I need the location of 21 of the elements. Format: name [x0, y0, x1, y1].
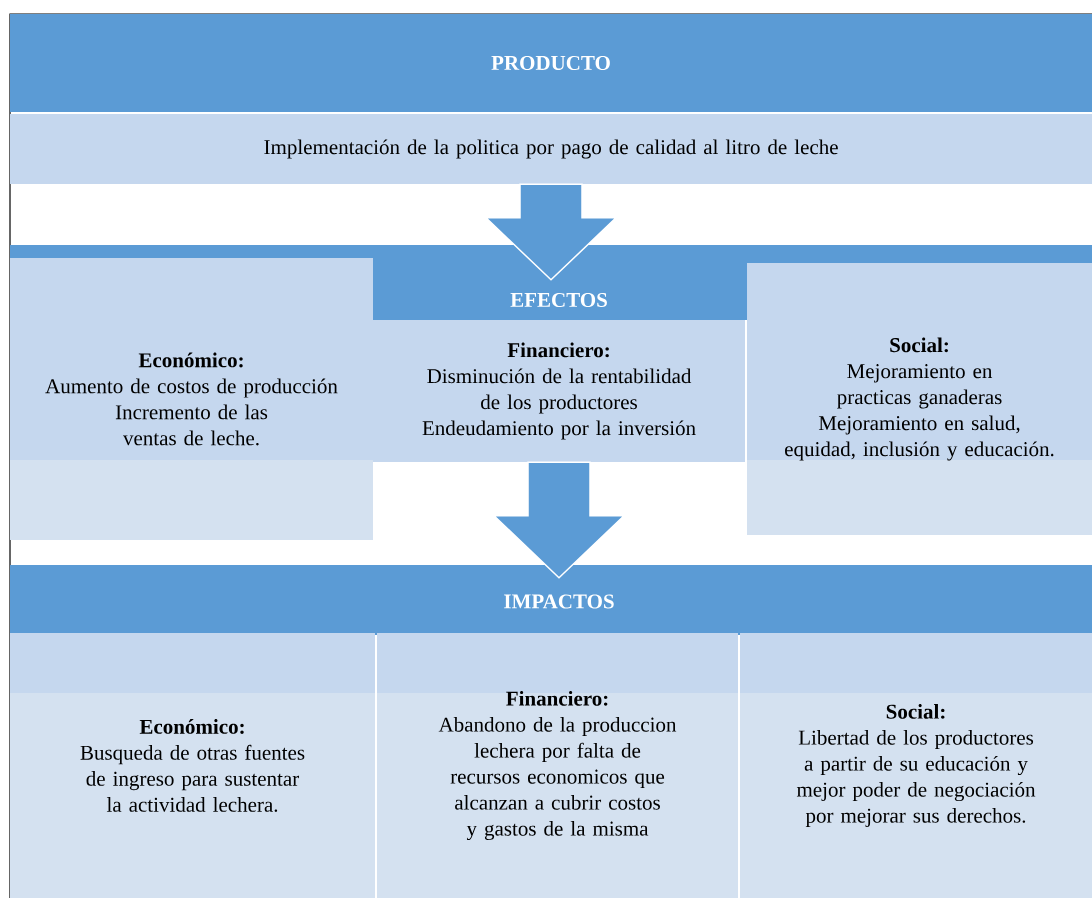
header-band: PRODUCTO	[10, 14, 1092, 112]
node-label: Libertad de los productores a partir de su educación y mejor poder de negociación por mejorar sus derechos.	[796, 729, 1036, 828]
statement-box: Implementación de la politica por pago de calidad al litro de leche	[10, 114, 1092, 184]
category-box: Financiero: Abandono de la produccion lechera por falta de recursos economicos que alcanzan a cubrir costos y gastos de la misma	[377, 633, 738, 898]
node-label: Financiero:	[506, 690, 608, 706]
category-box: Económico: Busqueda de otras fuentes de ingreso para sustentar la actividad lechera.	[10, 633, 375, 898]
node-label: Mejoramiento en practicas ganaderas	[837, 364, 1002, 409]
header-band: IMPACTOS	[10, 565, 1092, 635]
node-label: Financiero:	[507, 342, 609, 358]
node-label: Abandono de la produccion lechera por falta de recursos economicos que alcanzan a cubrir costos y gastos de la misma	[438, 716, 677, 841]
node-label: Social:	[890, 337, 948, 353]
node-label: Social:	[886, 703, 945, 719]
node-label: Busqueda de otras fuentes de ingreso para sustentar la actividad lechera.	[80, 744, 305, 812]
node-label: Mejoramiento en salud, equidad, inclusión y educación.	[785, 415, 1054, 461]
category-box: Financiero: Disminución de la rentabilidad de los productores Endeudamiento por la inversión	[373, 320, 745, 462]
category-box: Social: Mejoramiento en practicas ganaderas Mejoramiento en salud, equidad, inclusión y educación.	[747, 263, 1092, 535]
node-label: Económico:	[139, 719, 244, 734]
category-box: Social: Libertad de los productores a partir de su educación y mejor poder de negociación por mejorar sus derechos.	[740, 633, 1092, 898]
node-label: Disminución de la rentabilidad de los productores	[427, 368, 692, 414]
node-label: Endeudamiento por la inversión	[422, 420, 696, 440]
category-box: Económico: Aumento de costos de producción Incremento de las ventas de leche.	[10, 258, 373, 540]
